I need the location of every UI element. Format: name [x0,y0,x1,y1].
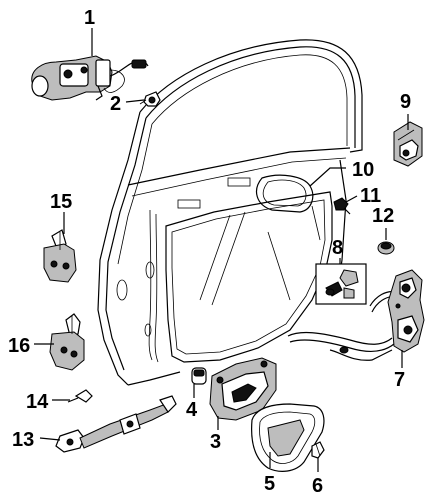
door-latch [287,269,425,361]
callout-12: 12 [372,205,394,227]
bolt-part [67,389,93,403]
callout-7: 7 [394,369,405,391]
outside-handle [209,357,277,421]
door-lock-actuator [31,55,149,101]
callout-3: 3 [210,431,221,453]
door-check [55,395,177,453]
callout-10: 10 [352,159,374,181]
callout-13: 13 [12,429,34,451]
callout-9: 9 [400,91,411,113]
clip-part [333,197,351,215]
upper-hinge [43,229,77,283]
callout-8: 8 [332,237,343,259]
callout-2: 2 [110,93,121,115]
striker [393,121,423,167]
inside-handle [251,403,325,472]
lower-hinge [49,313,85,371]
leader-lines [34,28,409,472]
callout-1: 1 [84,7,95,29]
grommet-part [139,91,161,107]
bumper-part [191,367,207,385]
callout-labels: 1 2 9 10 11 12 8 7 15 16 14 13 4 3 5 6 [8,7,411,497]
plug-part [377,241,395,255]
weatherstrip [165,174,333,363]
callout-15: 15 [50,191,72,213]
callout-6: 6 [312,475,323,497]
callout-4: 4 [186,399,198,421]
handle-clip [311,441,325,459]
door-shell [97,39,363,386]
callout-14: 14 [26,391,49,413]
callout-5: 5 [264,473,275,495]
callout-16: 16 [8,335,30,357]
callout-11: 11 [360,185,381,207]
clip-set [315,263,367,305]
